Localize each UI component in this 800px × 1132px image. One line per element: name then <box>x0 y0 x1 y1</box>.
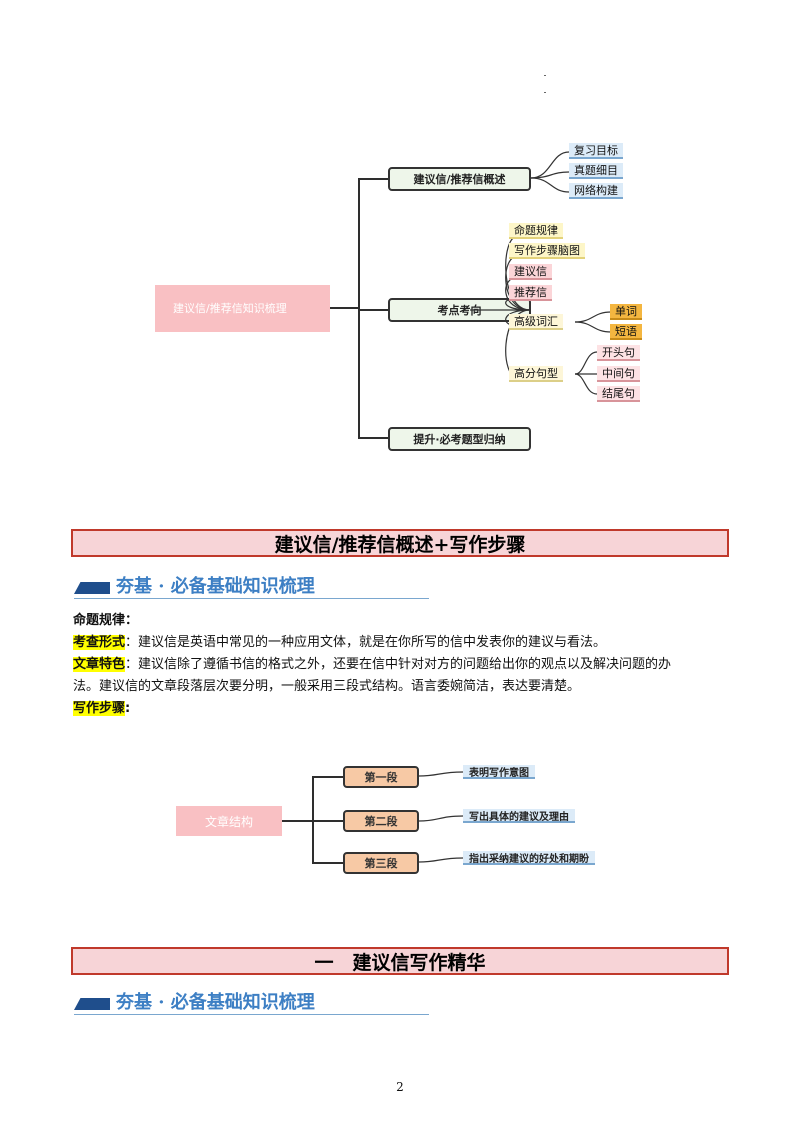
leaf-zhongjian: 中间句 <box>597 366 640 382</box>
text-feature-1: ：建议信除了遵循书信的格式之外，还要在信中针对对方的问题给出你的观点以及解决问题… <box>125 657 672 672</box>
para-form: 考查形式：建议信是英语中常见的一种应用文体，就是在你所写的信中发表你的建议与看法… <box>73 632 606 654</box>
para-feature: 文章特色：建议信除了遵循书信的格式之外，还要在信中针对对方的问题给出你的观点以及… <box>73 654 671 676</box>
heading-mingti: 命题规律： <box>73 613 139 628</box>
leaf-xiezuo: 写作步骤脑图 <box>509 243 585 259</box>
desc-3: 指出采纳建议的好处和期盼 <box>463 851 595 865</box>
label-steps: 写作步骤 <box>73 701 126 716</box>
step-3: 第三段 <box>343 852 419 874</box>
desc-1: 表明写作意图 <box>463 765 535 779</box>
step-2: 第二段 <box>343 810 419 832</box>
subhead-text: 夯基 · 必备基础知识梳理 <box>116 992 315 1013</box>
desc-2: 写出具体的建议及理由 <box>463 809 575 823</box>
steps-colon: : <box>125 701 131 716</box>
connector <box>312 776 344 778</box>
branch-tisheng: 提升·必考题型归纳 <box>388 427 531 451</box>
connector <box>312 862 344 864</box>
leaf-kaitou: 开头句 <box>597 345 640 361</box>
connector <box>358 437 388 439</box>
structure-root: 文章结构 <box>176 806 282 836</box>
connector <box>312 820 344 822</box>
subhead-bar <box>74 998 110 1010</box>
leaf-duanyu: 短语 <box>610 324 642 340</box>
page-number: 2 <box>396 1080 404 1094</box>
connector <box>330 307 360 309</box>
connector-curves <box>419 771 464 863</box>
subhead-2: 夯基 · 必备基础知识梳理 <box>74 988 429 1018</box>
leaf-wangluo: 网络构建 <box>569 183 623 199</box>
section-banner-2: 一 建议信写作精华 <box>71 947 729 975</box>
connector <box>358 309 388 311</box>
branch-overview: 建议信/推荐信概述 <box>388 167 531 191</box>
text-feature-2: 法。建议信的文章段落层次要分明，一般采用三段式结构。语言委婉简洁，表达要清楚。 <box>73 679 581 694</box>
leaf-jianyixin: 建议信 <box>509 264 552 280</box>
leaf-fuxi: 复习目标 <box>569 143 623 159</box>
subhead-bar <box>74 582 110 594</box>
connector <box>282 820 314 822</box>
label-form: 考查形式 <box>73 635 126 650</box>
subhead-1: 夯基 · 必备基础知识梳理 <box>74 572 429 602</box>
connector <box>358 178 388 180</box>
leaf-gaoji: 高级词汇 <box>509 314 563 330</box>
subhead-text: 夯基 · 必备基础知识梳理 <box>116 576 315 597</box>
mindmap-root: 建议信/推荐信知识梳理 <box>155 285 330 332</box>
leaf-gaofen: 高分句型 <box>509 366 563 382</box>
mark <box>544 92 546 93</box>
para-steps: 写作步骤: <box>73 698 130 720</box>
leaf-jiewei: 结尾句 <box>597 386 640 402</box>
connector-curves <box>531 151 570 193</box>
step-1: 第一段 <box>343 766 419 788</box>
connector <box>358 178 360 438</box>
section-banner-1: 建议信/推荐信概述+写作步骤 <box>71 529 729 557</box>
leaf-zhenti: 真题细目 <box>569 163 623 179</box>
mark <box>544 75 546 76</box>
connector-curves <box>575 311 612 395</box>
subhead-rule <box>74 1014 429 1015</box>
leaf-danci: 单词 <box>610 304 642 320</box>
label-feature: 文章特色 <box>73 657 126 672</box>
leaf-mingti: 命题规律 <box>509 223 563 239</box>
text-form: ：建议信是英语中常见的一种应用文体，就是在你所写的信中发表你的建议与看法。 <box>125 635 607 650</box>
subhead-rule <box>74 598 429 599</box>
leaf-tuijianxin: 推荐信 <box>509 285 552 301</box>
